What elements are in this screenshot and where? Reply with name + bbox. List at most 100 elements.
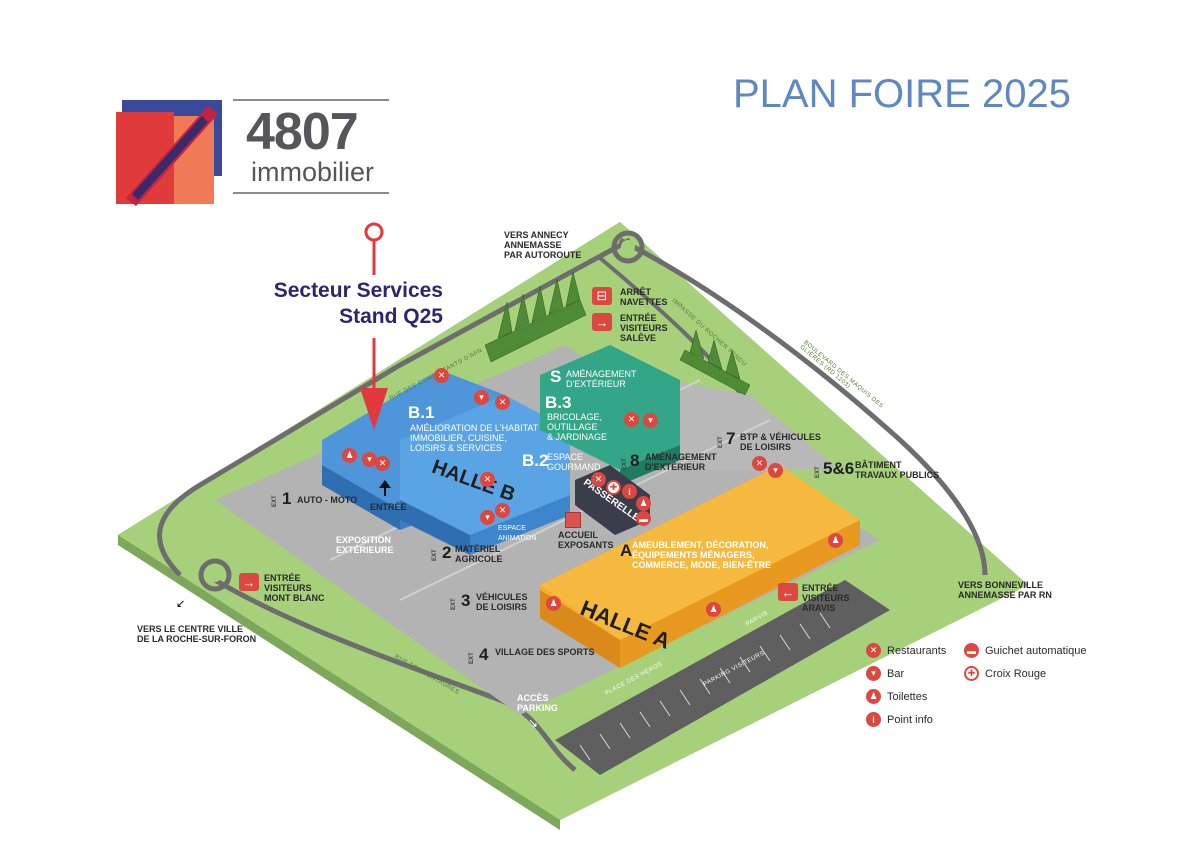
restaurant-icon: ✕ bbox=[866, 643, 881, 658]
toilettes-icon: ♟ bbox=[546, 596, 561, 611]
croix-rouge-icon: ✚ bbox=[606, 480, 621, 495]
legend-point-info: i Point info bbox=[866, 712, 946, 727]
legend-label: Toilettes bbox=[887, 690, 928, 703]
ext-tag: EXT bbox=[451, 598, 457, 610]
restaurant-icon: ✕ bbox=[752, 456, 767, 471]
toilettes-icon: ♟ bbox=[828, 533, 843, 548]
halle-b-building bbox=[322, 370, 570, 555]
ext56-number: 5&6 bbox=[823, 459, 855, 478]
ext4-number: 4 bbox=[479, 645, 489, 664]
zone-b2-code: B.2 bbox=[522, 451, 549, 470]
legend-label: Bar bbox=[887, 667, 905, 680]
legend-label: Guichet automatique bbox=[985, 644, 1087, 657]
legend-restaurants: ✕ Restaurants bbox=[866, 643, 946, 658]
legend-croix-rouge: ✚ Croix Rouge bbox=[964, 666, 1087, 681]
info-icon: i bbox=[622, 484, 637, 499]
ext-tag: EXT bbox=[622, 458, 628, 470]
restaurant-icon: ✕ bbox=[591, 472, 606, 487]
bar-icon: ▾ bbox=[474, 390, 489, 405]
ext7-number: 7 bbox=[726, 429, 736, 448]
bar-icon: ▾ bbox=[480, 510, 495, 525]
accueil-kiosk bbox=[565, 512, 581, 528]
restaurant-icon: ✕ bbox=[495, 395, 510, 410]
road-centaures bbox=[213, 577, 577, 772]
ext-tag: EXT bbox=[432, 549, 438, 561]
zone-s-code: S bbox=[550, 367, 562, 386]
restaurant-icon: ✕ bbox=[434, 368, 449, 383]
ext-tag: EXT bbox=[272, 495, 278, 507]
legend-label: Point info bbox=[887, 713, 933, 726]
logo-rule bbox=[233, 99, 389, 101]
bus-icon: ⊟ bbox=[592, 287, 612, 305]
road-boulevard bbox=[618, 237, 988, 576]
trees-north bbox=[484, 271, 587, 363]
restaurant-icon: ✕ bbox=[480, 472, 495, 487]
ext1-number: 1 bbox=[282, 489, 292, 508]
label-entree: ENTRÉE bbox=[370, 502, 407, 512]
restaurant-icon: ✕ bbox=[375, 456, 390, 471]
halle-a-building bbox=[540, 465, 860, 668]
guichet-icon: ▬ bbox=[636, 511, 651, 526]
zone-b1-code: B.1 bbox=[408, 403, 435, 422]
toilettes-icon: ♟ bbox=[342, 448, 357, 463]
legend-label: Restaurants bbox=[887, 644, 947, 657]
arrow-down-right-icon: ↘ bbox=[528, 716, 539, 730]
logo-icon bbox=[116, 100, 222, 206]
roundabout-north bbox=[611, 230, 645, 264]
legend-guichet: ▬ Guichet automatique bbox=[964, 643, 1087, 658]
callout-sector: Secteur Services bbox=[273, 279, 443, 302]
zone-a-code: A bbox=[620, 541, 633, 560]
arrow-down-left-icon: ↙ bbox=[176, 598, 186, 610]
parking-area bbox=[555, 580, 890, 775]
ext1-desc: AUTO - MOTO bbox=[297, 495, 358, 505]
road-combattants bbox=[157, 237, 632, 577]
ext-tag: EXT bbox=[718, 436, 724, 448]
toilettes-icon: ♟ bbox=[706, 602, 721, 617]
legend-column-1: ✕ Restaurants ▾ Bar ♟ Toilettes i Point … bbox=[866, 643, 946, 727]
ext4-desc: VILLAGE DES SPORTS bbox=[495, 647, 595, 657]
legend-column-2: ▬ Guichet automatique ✚ Croix Rouge bbox=[964, 643, 1087, 681]
legend-label: Croix Rouge bbox=[985, 667, 1047, 680]
ext2-number: 2 bbox=[442, 543, 452, 562]
bar-icon: ▾ bbox=[866, 666, 881, 681]
ext-tag: EXT bbox=[469, 652, 475, 664]
legend-toilettes: ♟ Toilettes bbox=[866, 689, 946, 704]
toilettes-icon: ♟ bbox=[636, 496, 651, 511]
logo-word: immobilier bbox=[251, 157, 375, 187]
bar-icon: ▾ bbox=[768, 463, 783, 478]
guichet-icon: ▬ bbox=[964, 643, 979, 658]
callout-pin bbox=[364, 222, 384, 242]
toilettes-icon: ♟ bbox=[866, 689, 881, 704]
bar-icon: ▾ bbox=[362, 452, 377, 467]
roundabout-west bbox=[198, 558, 232, 592]
restaurant-icon: ✕ bbox=[495, 503, 510, 518]
ext-tag: EXT bbox=[815, 466, 821, 478]
legend-bar: ▾ Bar bbox=[866, 666, 946, 681]
zone-b3-code: B.3 bbox=[545, 393, 572, 412]
croix-rouge-icon: ✚ bbox=[964, 666, 979, 681]
entrance-arrow-icon: → bbox=[239, 573, 259, 591]
callout-arrow bbox=[360, 388, 388, 430]
ext3-number: 3 bbox=[461, 591, 471, 610]
trees-east bbox=[679, 329, 751, 396]
info-icon: i bbox=[866, 712, 881, 727]
logo-rule bbox=[233, 192, 389, 194]
ext8-number: 8 bbox=[630, 451, 640, 470]
page-title: PLAN FOIRE 2025 bbox=[733, 72, 1071, 116]
